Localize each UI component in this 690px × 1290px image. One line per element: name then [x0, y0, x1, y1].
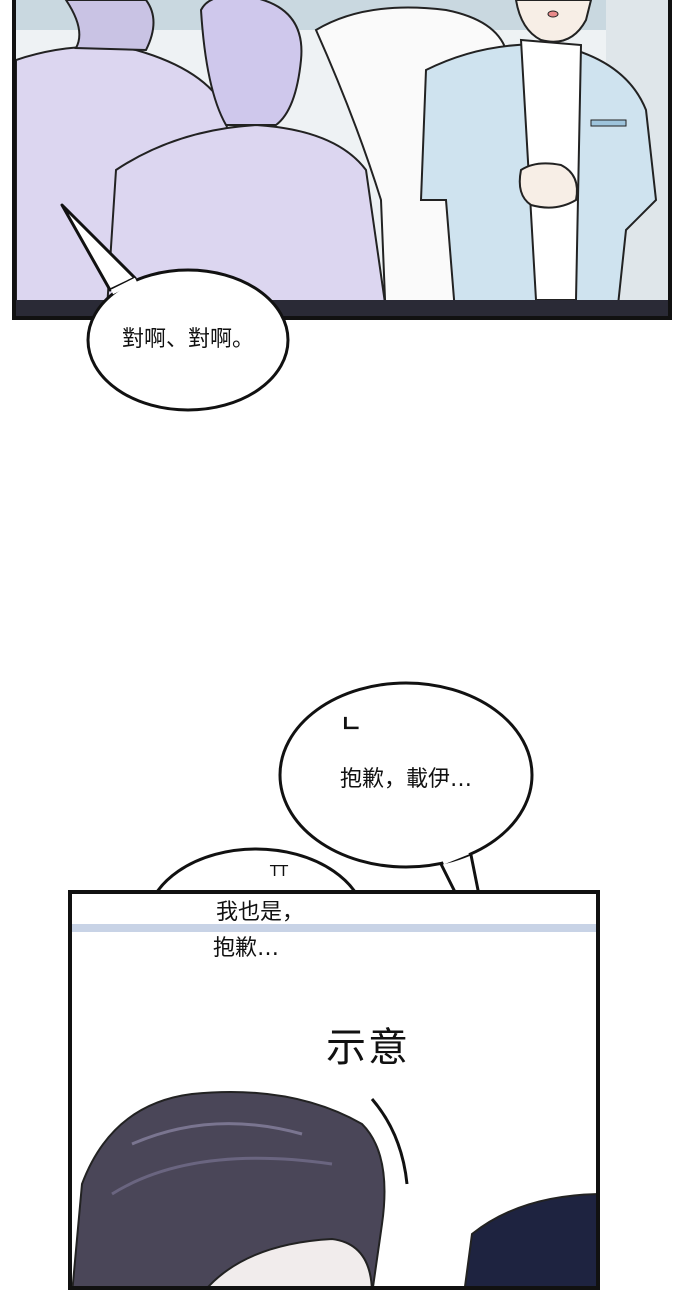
panel-2-artwork [72, 894, 596, 1286]
bubble-left-line1: 我也是， [215, 900, 304, 925]
bubble-top-text: 抱歉，載伊… [339, 767, 472, 792]
comic-panel-1 [12, 0, 672, 320]
bubble-left-line2: 抱歉… [212, 936, 279, 961]
sfx-gesture-text: 示意 [326, 1025, 410, 1071]
bubble-1-text: 對啊、對啊。 [121, 327, 254, 352]
sfx-ssang-mark: ㄴ [340, 710, 363, 738]
comic-panel-2 [68, 890, 600, 1290]
panel-1-artwork [16, 0, 668, 316]
sfx-crying-mark: TT [270, 862, 289, 880]
